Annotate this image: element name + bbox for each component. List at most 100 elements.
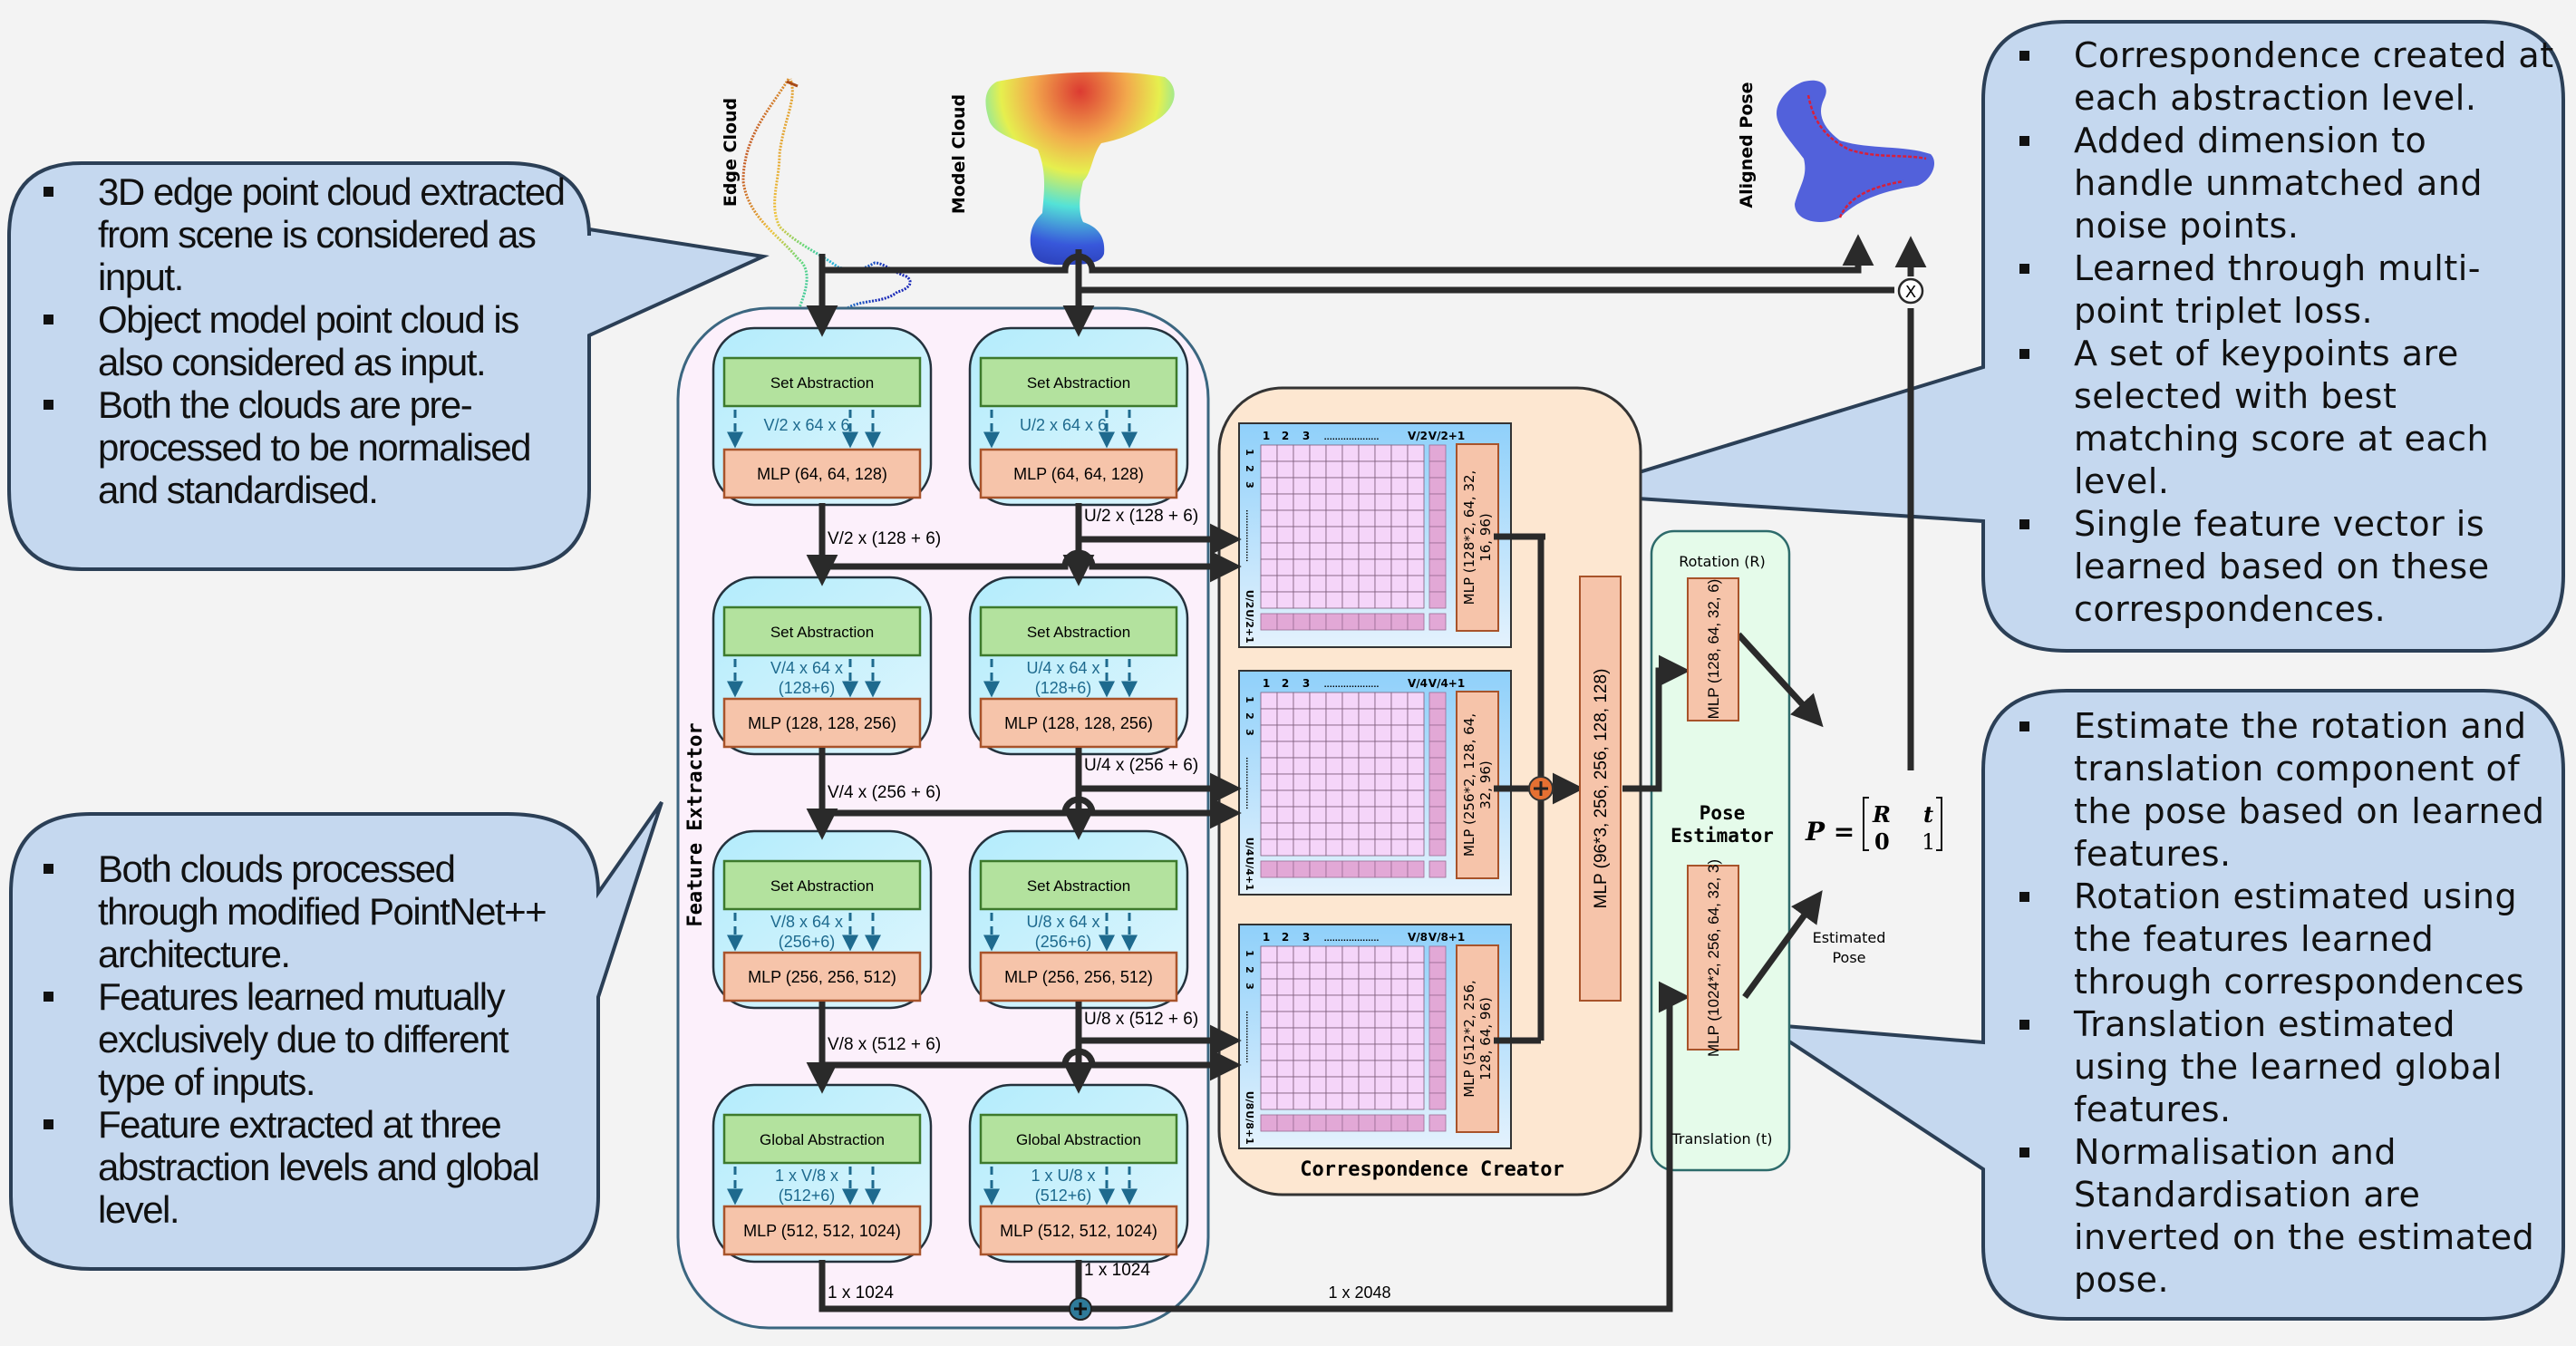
dimension-label: V/8 x 64 x (770, 913, 843, 931)
matrix-cell (1325, 1027, 1343, 1045)
unmatched-cell (1374, 1114, 1392, 1132)
matrix-cell (1407, 945, 1425, 964)
matrix-cell (1374, 542, 1392, 560)
matrix-cell (1407, 575, 1425, 593)
matrix-cell (1407, 1076, 1425, 1094)
svg-text:R: R (1872, 801, 1891, 828)
matrix-cell (1260, 542, 1278, 560)
matrix-cell (1341, 542, 1360, 560)
matrix-col-label: 3 (1303, 430, 1310, 442)
matrix-cell (1390, 945, 1409, 964)
matrix-cell (1374, 962, 1392, 980)
unmatched-cell (1428, 1043, 1447, 1061)
matrix-cell (1260, 493, 1278, 511)
dimension-label: U/2 x 64 x 6 (1020, 416, 1107, 434)
matrix-cell (1293, 692, 1311, 710)
flow-label-left: V/4 x (256 + 6) (828, 783, 941, 802)
unmatched-cell (1428, 591, 1447, 609)
matrix-cell (1390, 806, 1409, 824)
rotation-label: Rotation (R) (1679, 553, 1766, 570)
matrix-cell (1276, 493, 1294, 511)
matrix-cell (1374, 509, 1392, 528)
matrix-cell (1293, 1060, 1311, 1078)
callout-input-text: 3D edge point cloud extracted from scene… (34, 170, 578, 511)
dimension-label: (128+6) (779, 679, 836, 697)
matrix-cell (1390, 724, 1409, 742)
matrix-cell (1374, 1011, 1392, 1029)
matrix-cell (1325, 1076, 1343, 1094)
matrix-cell (1374, 757, 1392, 775)
matrix-cell (1407, 978, 1425, 996)
matrix-cell (1309, 509, 1327, 528)
matrix-cell (1390, 708, 1409, 726)
matrix-row-label: U/8 (1244, 1091, 1255, 1110)
matrix-cell (1309, 1027, 1327, 1045)
matrix-cell (1325, 822, 1343, 840)
flow-label-left: V/2 x (128 + 6) (828, 529, 941, 548)
matrix-cell (1276, 558, 1294, 576)
unmatched-cell (1428, 1092, 1447, 1110)
matrix-cell (1276, 1076, 1294, 1094)
unmatched-cell (1358, 860, 1376, 878)
matrix-cell (1325, 757, 1343, 775)
matrix-cell (1358, 1092, 1376, 1110)
block-title: Global Abstraction (1016, 1131, 1141, 1148)
matrix-cell (1276, 773, 1294, 791)
matrix-cell (1309, 591, 1327, 609)
matrix-row-label: U/2 (1244, 590, 1255, 609)
unmatched-cell (1428, 692, 1447, 710)
matrix-cell (1341, 822, 1360, 840)
block-title: Set Abstraction (1027, 374, 1130, 392)
matrix-cell (1293, 822, 1311, 840)
unmatched-cell (1428, 741, 1447, 759)
matrix-cell (1276, 1060, 1294, 1078)
matrix-cell (1358, 773, 1376, 791)
matrix-row-label: U/2+1 (1244, 609, 1255, 643)
matrix-col-label: V/4 (1408, 677, 1428, 690)
unmatched-cell (1428, 724, 1447, 742)
matrix-cell (1309, 477, 1327, 495)
svg-text:X: X (1905, 283, 1916, 302)
matrix-cell (1374, 773, 1392, 791)
callout-feature-bubble (9, 800, 663, 1271)
matrix-cell (1309, 1076, 1327, 1094)
matrix-cell (1358, 558, 1376, 576)
matrix-cell (1276, 444, 1294, 462)
matrix-cell (1341, 1060, 1360, 1078)
matrix-cell (1407, 542, 1425, 560)
matrix-cell (1407, 1027, 1425, 1045)
matrix-cell (1358, 493, 1376, 511)
matrix-cell (1358, 542, 1376, 560)
matrix-cell (1293, 724, 1311, 742)
matrix-cell (1309, 708, 1327, 726)
matrix-cell (1374, 1092, 1392, 1110)
matrix-cell (1260, 692, 1278, 710)
matrix-cell (1374, 493, 1392, 511)
unmatched-cell (1428, 773, 1447, 791)
matrix-cell (1374, 741, 1392, 759)
matrix-cell (1358, 1060, 1376, 1078)
matrix-cell (1276, 460, 1294, 479)
matrix-col-label: 1 (1263, 931, 1270, 944)
unmatched-cell (1276, 613, 1294, 631)
matrix-cell (1407, 757, 1425, 775)
matrix-cell (1374, 978, 1392, 996)
callout-correspondence-item: Single feature vector is learned based o… (2010, 503, 2554, 631)
feature-extractor-title: Feature Extractor (684, 722, 707, 926)
flow-label-right: U/2 x (128 + 6) (1084, 507, 1198, 526)
matrix-cell (1309, 962, 1327, 980)
matrix-cell (1325, 724, 1343, 742)
matrix-cell (1358, 708, 1376, 726)
combined-mlp-label: MLP (96*3, 256, 256, 128, 128) (1592, 669, 1611, 909)
matrix-cell (1358, 526, 1376, 544)
edge-cloud-image (741, 78, 912, 339)
callout-pose-text: Estimate the rotation and translation co… (2010, 705, 2554, 1302)
matrix-cell (1341, 994, 1360, 1012)
matrix-cell (1293, 1027, 1311, 1045)
matrix-cell (1390, 526, 1409, 544)
unmatched-cell (1374, 860, 1392, 878)
unmatched-cell (1309, 613, 1327, 631)
matrix-cell (1358, 822, 1376, 840)
